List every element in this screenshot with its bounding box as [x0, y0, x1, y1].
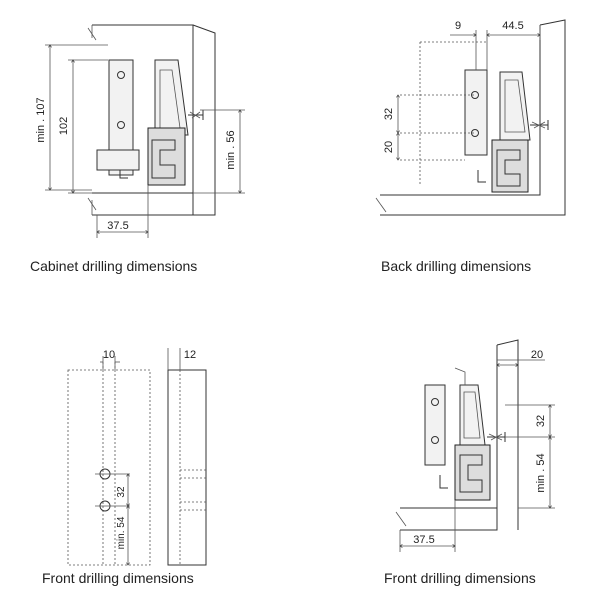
- dim-label-32: 32: [383, 108, 395, 120]
- front-panel-outline: [67, 369, 151, 566]
- dim-label-min56: min . 56: [225, 130, 237, 169]
- bracket: [154, 59, 189, 136]
- cabinet-panel-edge: [192, 24, 216, 216]
- caption-back: Back drilling dimensions: [381, 258, 532, 274]
- plate-hole: [117, 121, 125, 129]
- mounting-plate: [464, 69, 488, 156]
- runner-profile: [147, 127, 186, 186]
- dim-label-20: 20: [531, 349, 543, 361]
- mounting-plate: [424, 384, 446, 466]
- dim-label-32: 32: [116, 486, 127, 498]
- plate-hole: [117, 71, 125, 79]
- dim-label-20: 20: [383, 141, 395, 153]
- dim-label-102: 102: [58, 117, 70, 135]
- front-drilling-diagram-right: 20 32 min . 54 37.5: [395, 339, 555, 552]
- front-panel-side: [167, 369, 207, 566]
- dim-label-44-5: 44.5: [502, 20, 523, 32]
- dim-label-32: 32: [535, 415, 547, 427]
- caption-front-left: Front drilling dimensions: [42, 570, 194, 586]
- dim-label-min54: min. 54: [116, 516, 127, 549]
- dim-label-37-5: 37.5: [413, 534, 434, 546]
- front-panel: [400, 345, 498, 531]
- dim-label-12: 12: [184, 349, 196, 361]
- back-drilling-diagram: 9 44.5 32 20: [375, 19, 566, 216]
- cabinet-drilling-diagram: min . 107 102 min . 56 37.5: [35, 24, 245, 238]
- drawer-bottom: [96, 149, 140, 171]
- dim-label-10: 10: [103, 349, 115, 361]
- front-drilling-diagram-left: 10 32 min. 54 12: [67, 348, 207, 566]
- cabinet-panel: [92, 24, 194, 216]
- dim-label-min54: min . 54: [535, 453, 547, 492]
- back-panel: [380, 25, 541, 196]
- dim-label-min107: min . 107: [35, 97, 47, 142]
- caption-cabinet: Cabinet drilling dimensions: [30, 258, 198, 274]
- front-panel-edge: [496, 339, 519, 530]
- dim-label-37-5: 37.5: [107, 220, 128, 232]
- caption-front-right: Front drilling dimensions: [384, 570, 536, 586]
- back-panel-edge: [380, 19, 566, 216]
- dim-label-9: 9: [455, 20, 461, 32]
